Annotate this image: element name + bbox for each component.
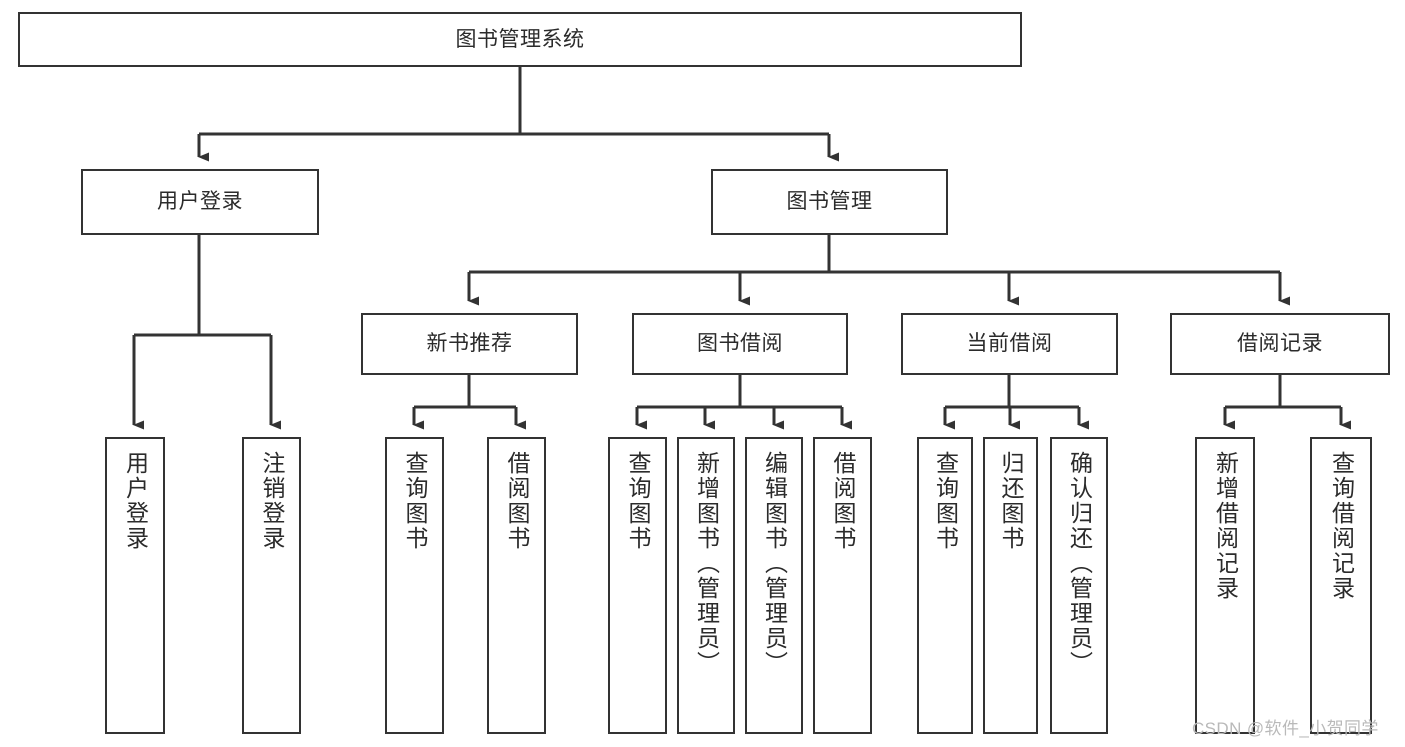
node-label: 查询图书: [932, 451, 959, 551]
node-leaf-query-borrow-record[interactable]: 查询借阅记录: [1310, 437, 1372, 734]
node-label: 查询图书: [402, 451, 428, 551]
csdn-watermark: CSDN @软件_小贺同学: [1192, 719, 1379, 738]
node-leaf-borrow-book[interactable]: 借阅图书: [813, 437, 872, 734]
node-label: 新增借阅记录: [1212, 451, 1239, 601]
node-leaf-query-book-recommend[interactable]: 查询图书: [385, 437, 444, 734]
node-leaf-query-book-borrow[interactable]: 查询图书: [608, 437, 667, 734]
node-label: 用户登录: [122, 451, 149, 551]
node-label: 当前借阅: [966, 332, 1053, 356]
node-borrow-record[interactable]: 借阅记录: [1170, 313, 1390, 375]
node-leaf-user-login[interactable]: 用户登录: [105, 437, 165, 734]
node-leaf-add-borrow-record[interactable]: 新增借阅记录: [1195, 437, 1255, 734]
node-leaf-edit-book[interactable]: 编辑图书（管理员）: [745, 437, 803, 734]
node-label: 新书推荐: [426, 332, 513, 356]
node-label: 归还图书: [998, 451, 1024, 551]
node-leaf-return-book[interactable]: 归还图书: [983, 437, 1038, 734]
node-leaf-query-book-current[interactable]: 查询图书: [917, 437, 973, 734]
node-leaf-add-book[interactable]: 新增图书（管理员）: [677, 437, 735, 734]
node-label: 图书管理系统: [455, 27, 585, 51]
node-label: 查询图书: [625, 451, 651, 551]
node-label: 注销登录: [259, 451, 285, 551]
node-label: 图书管理: [786, 190, 873, 214]
node-label: 确认归还（管理员）: [1066, 451, 1093, 676]
node-label: 编辑图书（管理员）: [761, 451, 788, 676]
node-label: 图书借阅: [697, 332, 783, 356]
node-label: 借阅图书: [504, 451, 530, 551]
node-label: 借阅图书: [830, 451, 856, 551]
node-leaf-confirm-return[interactable]: 确认归还（管理员）: [1050, 437, 1108, 734]
node-label: 新增图书（管理员）: [693, 451, 720, 676]
node-new-book-recommend[interactable]: 新书推荐: [361, 313, 578, 375]
node-book-manage[interactable]: 图书管理: [711, 169, 948, 235]
node-root[interactable]: 图书管理系统: [18, 12, 1022, 67]
node-label: 查询借阅记录: [1328, 451, 1355, 601]
node-leaf-logout[interactable]: 注销登录: [242, 437, 301, 734]
node-leaf-borrow-book-recommend[interactable]: 借阅图书: [487, 437, 546, 734]
node-user-login[interactable]: 用户登录: [81, 169, 319, 235]
node-label: 用户登录: [157, 190, 243, 214]
connector-lines: [132, 67, 1351, 430]
node-book-borrow[interactable]: 图书借阅: [632, 313, 848, 375]
node-current-borrow[interactable]: 当前借阅: [901, 313, 1118, 375]
node-label: 借阅记录: [1237, 332, 1323, 356]
